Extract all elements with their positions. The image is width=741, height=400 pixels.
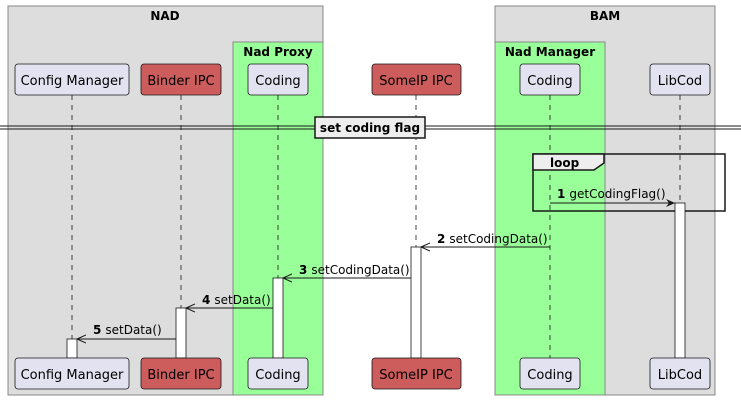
participant-label: Coding	[255, 368, 300, 383]
loop-frame	[532, 153, 726, 212]
participant-proxy-coding-bottom[interactable]: Coding	[247, 357, 309, 390]
participant-label: SomeIP IPC	[379, 74, 452, 89]
participant-libcod-bottom[interactable]: LibCod	[649, 357, 711, 390]
group-nad-title: NAD	[150, 9, 179, 23]
participant-label: LibCod	[658, 74, 702, 89]
group-bam-title: BAM	[590, 9, 620, 23]
participant-proxy-coding-top[interactable]: Coding	[247, 63, 309, 96]
participant-label: Binder IPC	[147, 368, 214, 383]
participant-label: Config Manager	[21, 368, 124, 383]
divider-box	[314, 116, 426, 139]
participant-label: SomeIP IPC	[379, 368, 452, 383]
loop-label: loop	[550, 156, 580, 170]
participant-manager-coding-top[interactable]: Coding	[519, 63, 581, 96]
participant-manager-coding-bottom[interactable]: Coding	[519, 357, 581, 390]
participant-label: Coding	[527, 368, 572, 383]
activation-config-manager	[66, 338, 78, 359]
participant-config-manager-top[interactable]: Config Manager	[14, 63, 130, 96]
loop-tab	[532, 153, 605, 171]
divider-label: set coding flag	[320, 121, 420, 135]
activation-someip-ipc	[410, 246, 422, 359]
participant-libcod-top[interactable]: LibCod	[649, 63, 711, 96]
group-nad-manager-title: Nad Manager	[505, 45, 595, 59]
group-nad-proxy-title: Nad Proxy	[243, 45, 313, 59]
participant-label: Coding	[255, 74, 300, 89]
participant-config-manager-bottom[interactable]: Config Manager	[14, 357, 130, 390]
participant-label: Config Manager	[21, 74, 124, 89]
participant-binder-ipc-top[interactable]: Binder IPC	[140, 63, 222, 96]
participant-someip-ipc-bottom[interactable]: SomeIP IPC	[371, 357, 462, 390]
activation-binder-ipc	[175, 307, 187, 359]
participant-label: LibCod	[658, 368, 702, 383]
activation-libcod	[674, 202, 686, 359]
participant-label: Binder IPC	[147, 74, 214, 89]
activation-proxy-coding	[272, 277, 284, 359]
participant-someip-ipc-top[interactable]: SomeIP IPC	[371, 63, 462, 96]
participant-label: Coding	[527, 74, 572, 89]
participant-binder-ipc-bottom[interactable]: Binder IPC	[140, 357, 222, 390]
